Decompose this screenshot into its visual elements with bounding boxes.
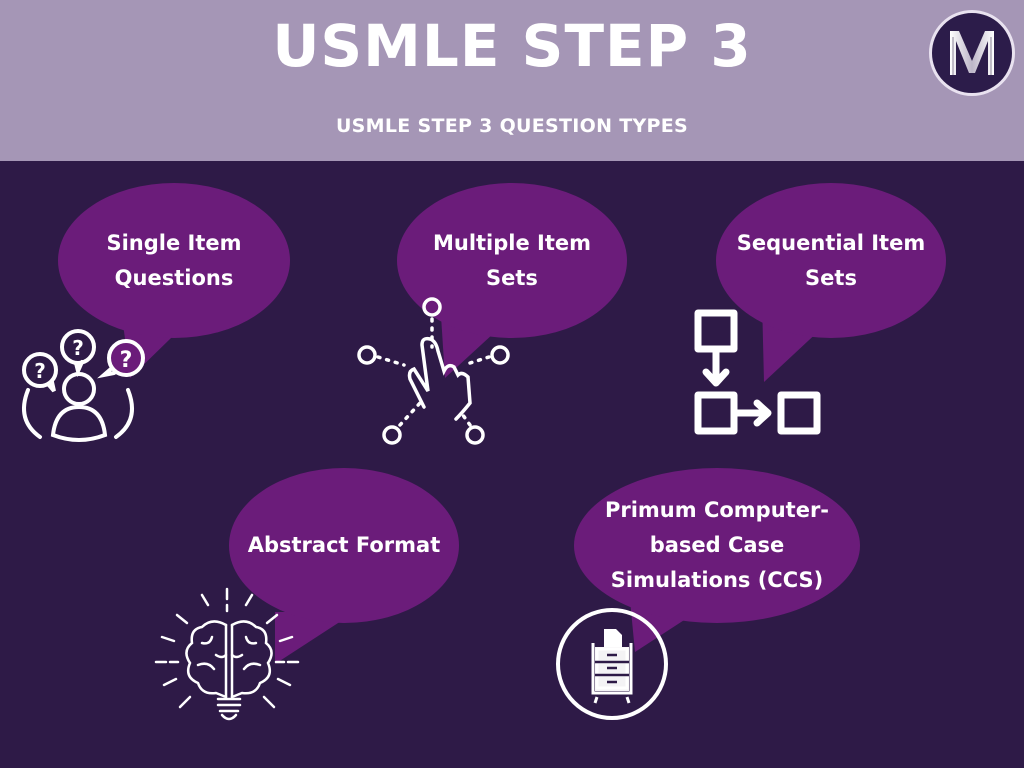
person-with-questions-icon: ? ? ? bbox=[22, 329, 145, 442]
logo-m-icon bbox=[950, 31, 994, 75]
svg-text:?: ? bbox=[72, 336, 84, 360]
question-type-primum-ccs: Primum Computer- based Case Simulations … bbox=[574, 468, 860, 623]
hand-tap-network-icon bbox=[357, 297, 510, 445]
page-title: USMLE STEP 3 bbox=[272, 12, 752, 80]
m-monogram-logo bbox=[929, 10, 1015, 96]
bubble-label-line: Simulations (CCS) bbox=[610, 568, 824, 592]
brain-lightbulb-icon bbox=[154, 587, 300, 721]
bubble-label-line: Multiple Item bbox=[432, 230, 592, 255]
question-type-sequential-item: Sequential Item Sets bbox=[716, 183, 946, 338]
bubble-label-line: Primum Computer- bbox=[604, 498, 830, 522]
bubble-tail bbox=[275, 612, 355, 664]
bubble-label-line: based Case bbox=[649, 533, 785, 557]
header-banner: USMLE STEP 3 USMLE STEP 3 QUESTION TYPES bbox=[0, 0, 1024, 161]
svg-text:?: ? bbox=[120, 348, 133, 373]
svg-text:?: ? bbox=[34, 359, 46, 383]
page-subtitle: USMLE STEP 3 QUESTION TYPES bbox=[335, 115, 689, 137]
question-type-single-item: Single Item Questions bbox=[58, 183, 290, 338]
flowchart-sequence-icon bbox=[694, 309, 821, 435]
question-type-abstract-format: Abstract Format bbox=[229, 468, 459, 623]
question-type-multiple-item: Multiple Item Sets bbox=[397, 183, 627, 338]
bubble-label-line: Abstract Format bbox=[247, 533, 441, 557]
bubble-label-line: Sequential Item bbox=[736, 230, 926, 255]
bubble-label-line: Sets bbox=[805, 265, 857, 290]
filing-cabinet-icon bbox=[556, 608, 668, 720]
bubble-label-line: Single Item bbox=[106, 230, 242, 255]
bubble-label-line: Sets bbox=[486, 265, 538, 290]
bubble-label-line: Questions bbox=[114, 265, 234, 290]
